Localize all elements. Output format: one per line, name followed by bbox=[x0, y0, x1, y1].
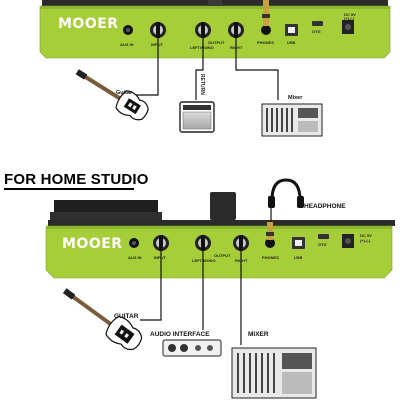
bottom-usb-label: USB bbox=[294, 255, 303, 260]
headphone-illustration bbox=[268, 178, 304, 222]
top-left-mono-label: LEFT/MONO bbox=[190, 45, 214, 50]
bottom-dc-jack bbox=[342, 234, 354, 248]
top-output-right-jack bbox=[228, 22, 244, 38]
headphone-label: HEADPHONE bbox=[304, 203, 346, 210]
bottom-output-left-jack bbox=[195, 235, 211, 251]
bottom-phones-jack bbox=[265, 222, 275, 248]
bottom-dc-sub-label: (+)-(-) bbox=[360, 238, 371, 243]
bottom-guitar-illustration bbox=[62, 288, 143, 351]
top-right-label: RIGHT bbox=[230, 45, 243, 50]
top-pedal bbox=[39, 0, 391, 59]
top-amp-illustration bbox=[179, 101, 215, 133]
audio-interface-illustration bbox=[162, 339, 222, 357]
bottom-guitar-label: GUITAR bbox=[114, 313, 139, 320]
top-aux-jack bbox=[123, 25, 133, 35]
top-otg-label: OTG bbox=[312, 29, 321, 34]
top-dc-sub-label: (+)-(-) bbox=[344, 16, 355, 21]
bottom-input-jack bbox=[153, 235, 169, 251]
top-guitar-illustration bbox=[75, 69, 149, 121]
top-phones-jack bbox=[261, 0, 271, 35]
top-output-left-jack bbox=[195, 22, 211, 38]
top-mixer-label: Mixer bbox=[288, 95, 303, 101]
bottom-dc-label: DC 9V bbox=[360, 233, 372, 238]
top-dc-label: DC 9V bbox=[344, 12, 356, 17]
top-input-label: INPUT bbox=[151, 42, 163, 47]
top-brand-logo: MOOER bbox=[58, 16, 119, 32]
bottom-brand-logo: MOOER bbox=[62, 236, 123, 252]
bottom-output-right-jack bbox=[233, 235, 249, 251]
bottom-cables bbox=[140, 251, 242, 345]
bottom-mixer-label: MIXER bbox=[248, 331, 269, 338]
bottom-aux-jack bbox=[129, 238, 139, 248]
top-mixer-illustration bbox=[261, 103, 323, 137]
audio-interface-label: AUDIO INTERFACE bbox=[150, 331, 210, 338]
top-mixer-cable bbox=[235, 38, 279, 100]
top-cables bbox=[130, 38, 279, 100]
bottom-otg-port bbox=[318, 234, 329, 239]
top-guitar-label: Guitar bbox=[116, 90, 133, 96]
top-return-cable bbox=[195, 38, 204, 100]
top-aux-label: AUX IN bbox=[120, 42, 134, 47]
top-return-label: RETURN bbox=[199, 74, 205, 95]
top-usb-port bbox=[285, 24, 298, 36]
bottom-right-label: RIGHT bbox=[235, 258, 248, 263]
top-input-jack bbox=[150, 22, 166, 38]
bottom-guitar-cable bbox=[140, 251, 162, 321]
bottom-aux-label: AUX IN bbox=[128, 255, 142, 260]
top-usb-label: USB bbox=[287, 40, 296, 45]
bottom-otg-label: OTG bbox=[318, 242, 327, 247]
bottom-phones-label: PHONES bbox=[262, 255, 279, 260]
section-title: FOR HOME STUDIO bbox=[4, 171, 149, 188]
section-title-underline bbox=[4, 188, 134, 190]
bottom-output-label: OUTPUT bbox=[214, 253, 231, 258]
top-output-label: OUTPUT bbox=[208, 40, 225, 45]
bottom-mixer-illustration bbox=[231, 347, 317, 399]
bottom-input-label: INPUT bbox=[154, 255, 166, 260]
top-phones-label: PHONES bbox=[257, 40, 274, 45]
top-guitar-cable bbox=[130, 38, 159, 96]
bottom-usb-port bbox=[292, 237, 305, 249]
top-otg-port bbox=[312, 21, 323, 26]
top-dc-jack bbox=[342, 20, 354, 34]
bottom-left-mono-label: LEFT/MONO bbox=[192, 258, 216, 263]
